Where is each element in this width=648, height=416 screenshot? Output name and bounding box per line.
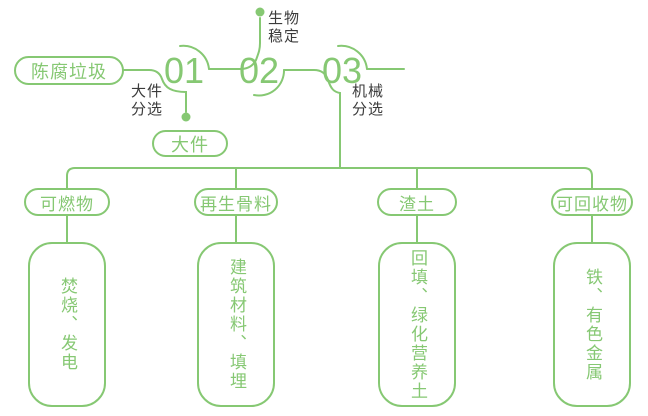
label-line: 分选 bbox=[352, 101, 385, 118]
result-box-slag-soil: 回填、绿化营养土 bbox=[378, 242, 456, 407]
label-mechanical-sorting: 机械 分选 bbox=[352, 83, 384, 119]
label-line: 大件 bbox=[131, 83, 164, 100]
branch-bus-line bbox=[66, 167, 593, 189]
label-line: 分选 bbox=[131, 101, 164, 118]
category-label: 再生骨料 bbox=[200, 194, 272, 214]
label-bulky-sorting: 大件 分选 bbox=[131, 83, 163, 119]
label-line: 生物 bbox=[268, 10, 301, 27]
result-text: 铁、有色金属 bbox=[583, 267, 602, 382]
label-line: 稳定 bbox=[268, 28, 301, 45]
result-text: 焚烧、发电 bbox=[58, 277, 77, 372]
category-pill-slag-soil: 渣土 bbox=[377, 188, 457, 216]
category-pill-combustibles: 可燃物 bbox=[24, 188, 110, 216]
flow-line-02-03 bbox=[283, 69, 341, 169]
step-number-02: 02 bbox=[238, 50, 280, 91]
arc-01 bbox=[179, 44, 210, 70]
flow-line-01-02 bbox=[208, 17, 261, 70]
source-label: 陈腐垃圾 bbox=[31, 61, 107, 82]
dot-bio-branch bbox=[255, 7, 265, 17]
category-pill-recyclables: 可回收物 bbox=[551, 188, 633, 216]
source-pill: 陈腐垃圾 bbox=[14, 56, 124, 85]
step-number-03: 03 bbox=[321, 50, 363, 91]
step-number-01: 01 bbox=[163, 50, 205, 91]
bulky-output-label: 大件 bbox=[171, 134, 209, 155]
flow-line-into-01 bbox=[123, 69, 187, 113]
result-box-recyclables: 铁、有色金属 bbox=[553, 242, 631, 407]
category-label: 可燃物 bbox=[40, 194, 94, 214]
label-bio-stabilization: 生物 稳定 bbox=[268, 10, 300, 46]
arc-02 bbox=[253, 69, 286, 97]
result-box-recycled-aggregate: 建筑材料、填埋 bbox=[197, 242, 275, 407]
category-label: 可回收物 bbox=[556, 194, 628, 214]
result-text: 回填、绿化营养土 bbox=[408, 248, 427, 401]
label-line: 机械 bbox=[352, 83, 385, 100]
bulky-output-pill: 大件 bbox=[152, 130, 228, 157]
result-box-combustibles: 焚烧、发电 bbox=[28, 242, 106, 407]
dot-bulky-branch bbox=[181, 112, 191, 122]
result-text: 建筑材料、填埋 bbox=[227, 258, 246, 391]
category-pill-recycled-aggregate: 再生骨料 bbox=[194, 188, 278, 216]
arc-03 bbox=[337, 44, 368, 70]
category-label: 渣土 bbox=[399, 194, 435, 214]
